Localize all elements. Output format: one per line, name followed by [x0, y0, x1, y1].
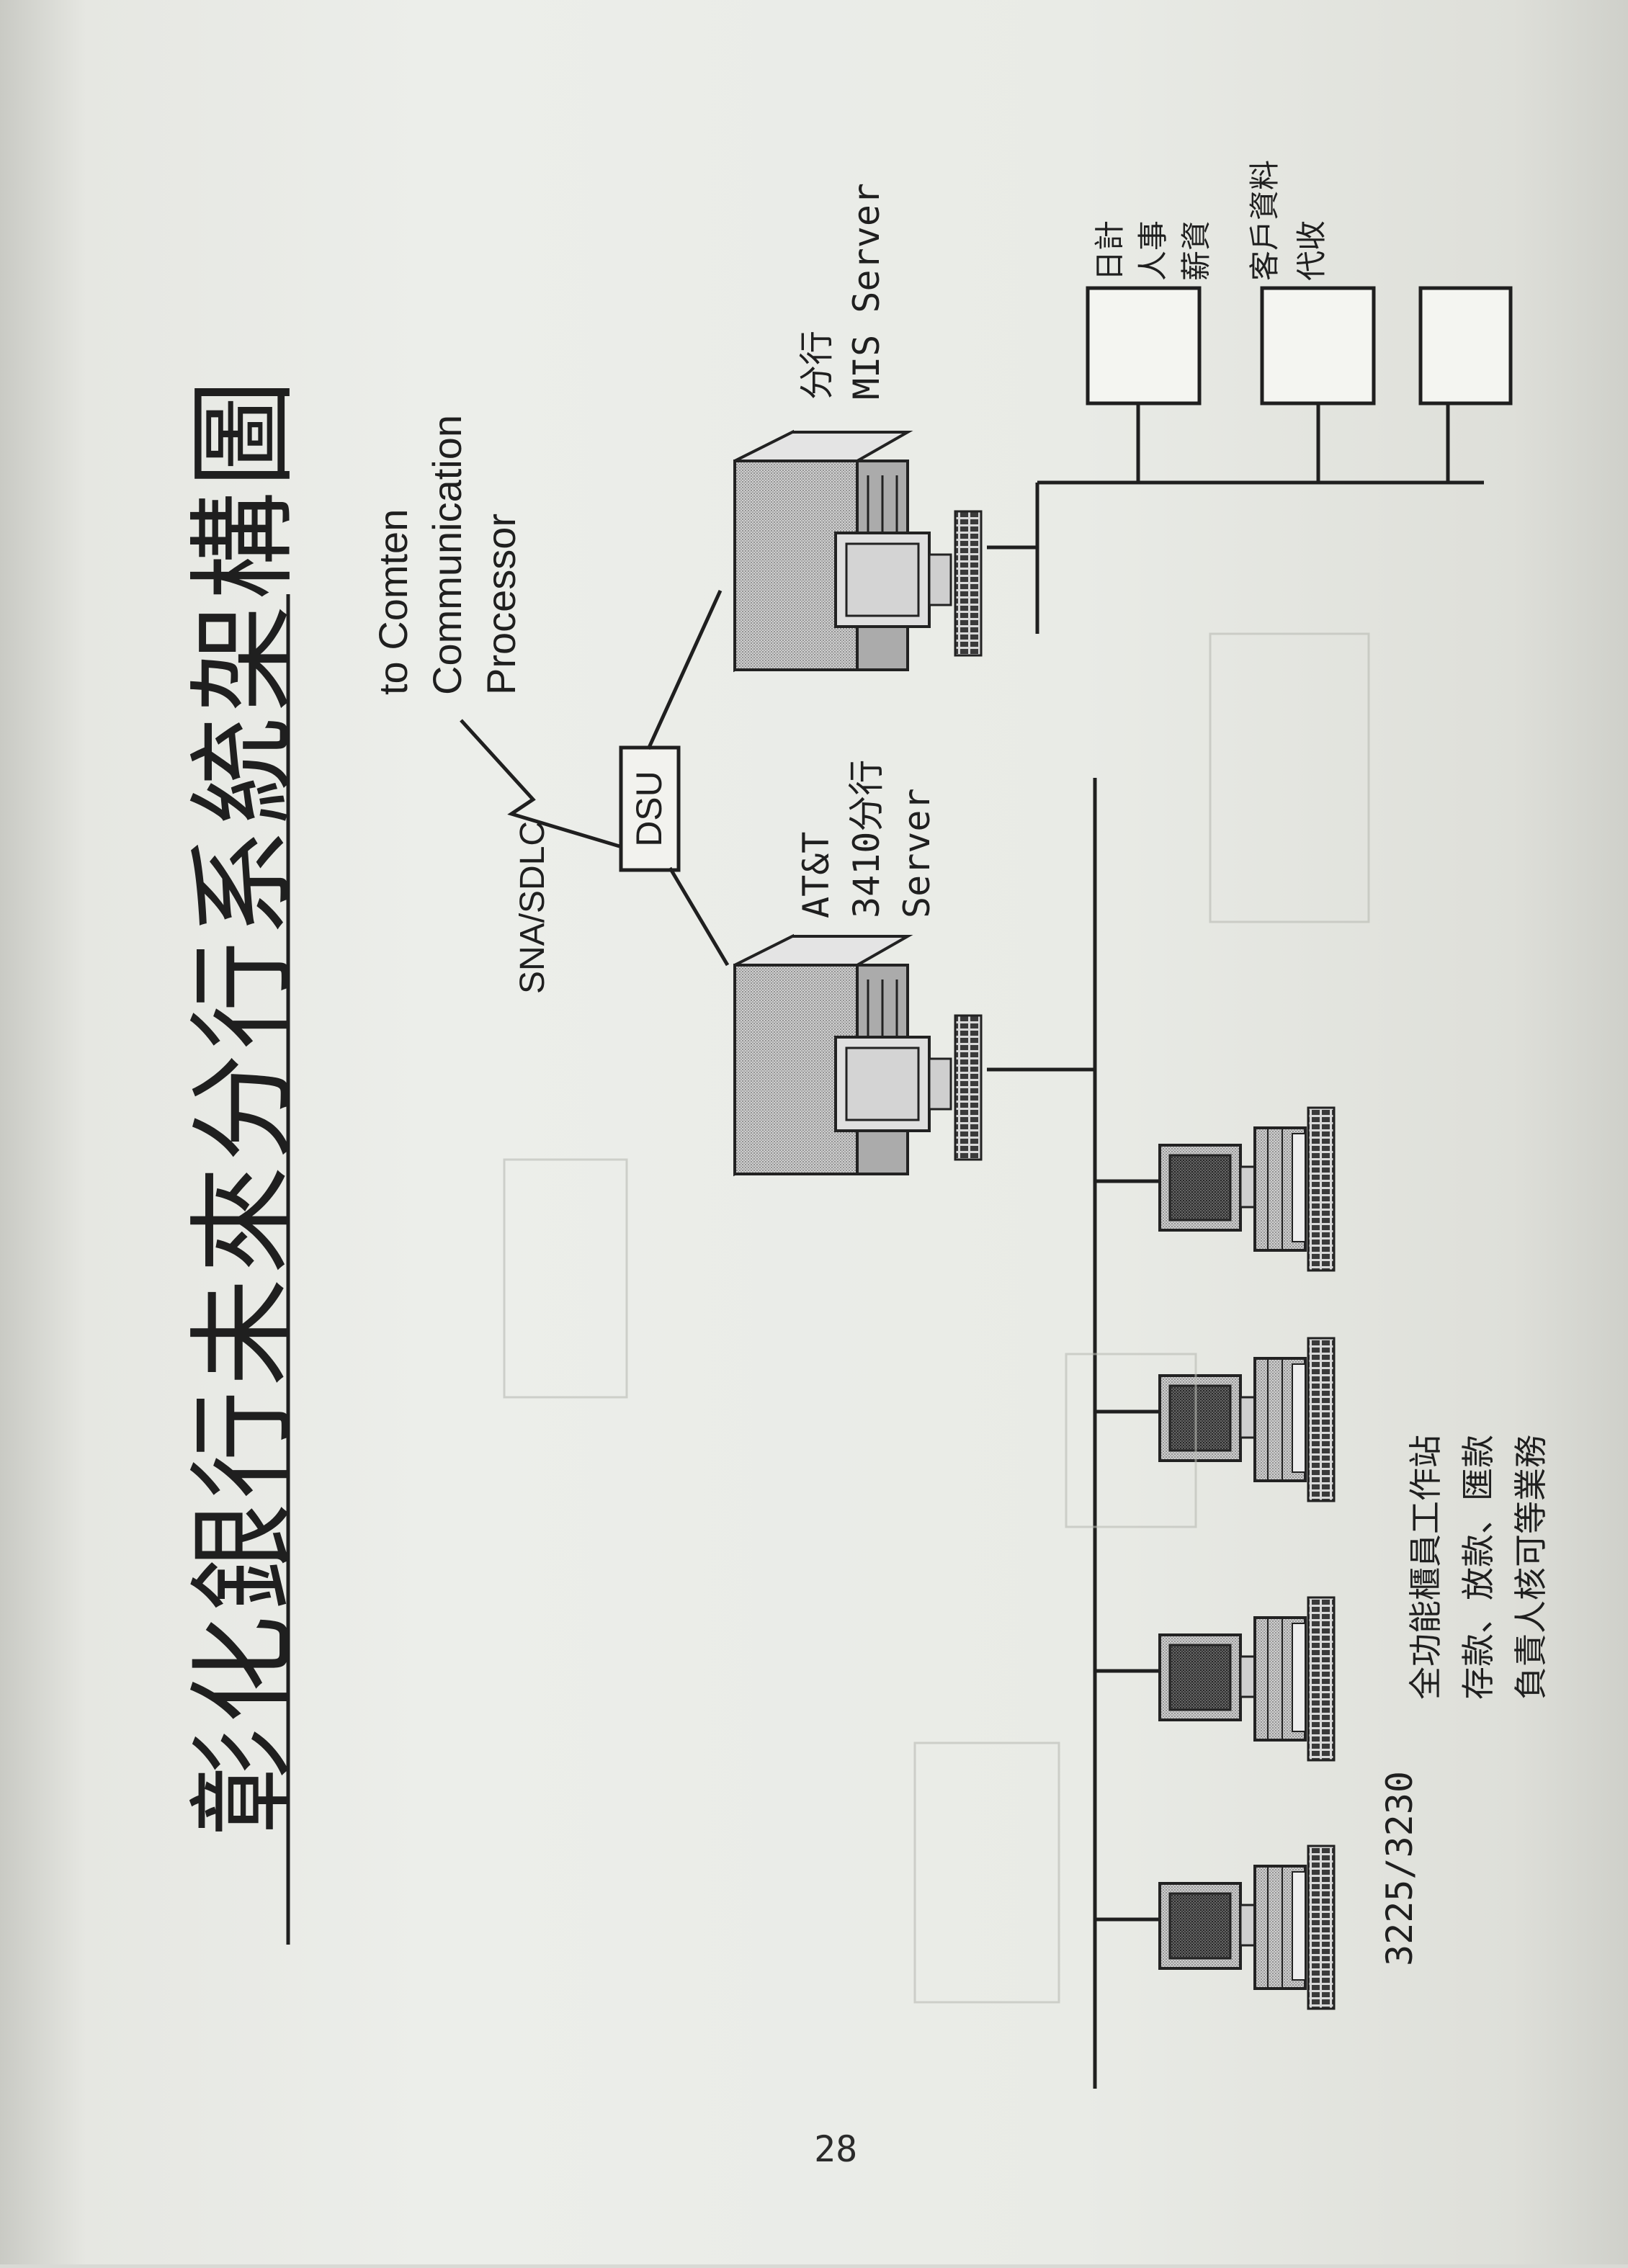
workstation-model-label: 3225/3230 [1379, 1771, 1421, 1966]
teller-workstation-3 [1158, 1596, 1336, 1762]
bleed-through-marks [503, 632, 1370, 2004]
att-server-label: AT&T 3410分行 Server [795, 760, 938, 918]
svg-text:薪資: 薪資 [1178, 220, 1214, 281]
mis-client-box-3 [1418, 286, 1513, 405]
dsu-to-att-link [668, 866, 730, 967]
svg-text:存款、放款、匯款: 存款、放款、匯款 [1459, 1435, 1498, 1700]
teller-workstation-1 [1158, 1106, 1336, 1272]
dsu-to-mis-link [646, 589, 723, 750]
svg-text:負責人核可等業務: 負責人核可等業務 [1511, 1435, 1550, 1700]
dsu-box [619, 745, 681, 872]
svg-text:Server: Server [896, 788, 938, 918]
svg-text:客戶資料: 客戶資料 [1247, 160, 1282, 281]
mis-lan [987, 403, 1484, 634]
teller-workstation-4 [1158, 1845, 1336, 2010]
diagram-title: 彰化銀行未來分行系統架構圖 [182, 375, 307, 1836]
svg-text:代收: 代收 [1294, 220, 1329, 281]
svg-text:人事: 人事 [1135, 220, 1171, 281]
mis-client-box-1 [1086, 286, 1202, 405]
svg-text:分行: 分行 [797, 331, 837, 400]
mis-server-label: 分行 MIS Server [797, 183, 887, 400]
workstation-description: 全功能櫃員工作站 存款、放款、匯款 負責人核可等業務 [1406, 1435, 1550, 1700]
comten-label: to Comten Communication Processor [370, 415, 524, 695]
sdlc-link [460, 719, 620, 848]
svg-text:to Comten: to Comten [370, 509, 416, 695]
svg-text:全功能櫃員工作站: 全功能櫃員工作站 [1406, 1435, 1445, 1700]
att-server-icon [733, 935, 983, 1175]
mis-client-labels: 日計 人事 薪資 客戶資料 代收 [1092, 160, 1329, 281]
svg-text:Processor: Processor [478, 514, 524, 695]
teller-lan [987, 778, 1160, 2089]
dsu-label: DSU [629, 771, 669, 847]
sna-sdlc-label: SNA/SDLC [514, 821, 552, 994]
svg-text:3410分行: 3410分行 [846, 760, 887, 918]
svg-text:AT&T: AT&T [795, 832, 837, 918]
mis-client-box-2 [1260, 286, 1376, 405]
teller-workstation-2 [1158, 1337, 1336, 1502]
svg-text:日計: 日計 [1092, 220, 1127, 281]
svg-text:Communication: Communication [424, 415, 470, 695]
mis-server-icon [733, 431, 983, 671]
svg-text:MIS Server: MIS Server [846, 183, 887, 400]
page-number: 28 [814, 2128, 858, 2170]
